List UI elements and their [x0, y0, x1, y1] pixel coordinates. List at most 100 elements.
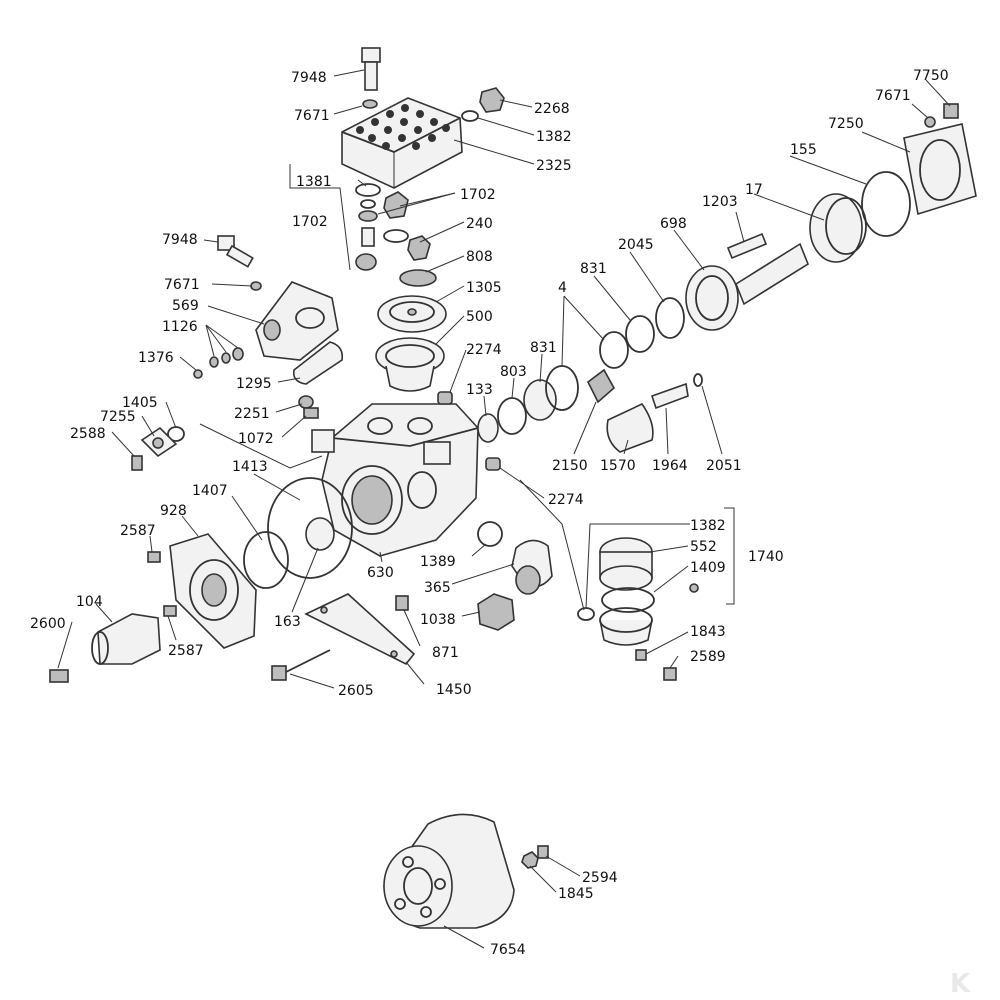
flange-7250-part: [903, 123, 977, 216]
label-1845: 1845: [558, 886, 594, 902]
label-831-b: 831: [530, 340, 557, 356]
screw-2587-b-part: [163, 605, 177, 617]
nut-871-part: [395, 595, 409, 611]
label-2325: 2325: [536, 158, 572, 174]
parts-layer: [49, 47, 977, 929]
screw-2600-part: [49, 669, 69, 683]
left-washer-part: [250, 281, 262, 291]
screw-2594-part: [537, 845, 549, 859]
ring-1389-part: [477, 521, 503, 547]
shaft-104-part: [91, 613, 161, 665]
label-2587-a: 2587: [120, 523, 156, 539]
label-7654: 7654: [490, 942, 526, 958]
ring-803-part: [497, 397, 527, 435]
label-1203: 1203: [702, 194, 738, 210]
label-1450: 1450: [436, 682, 472, 698]
label-7671-top: 7671: [294, 108, 330, 124]
clip-2051-part: [693, 373, 703, 387]
seal-155-part: [861, 171, 911, 237]
washer-7671-right-part: [924, 116, 936, 128]
ring-1407-part: [243, 531, 289, 589]
crankshaft-17-part: [735, 193, 867, 306]
bolt-2605-part: [271, 649, 331, 681]
label-1702-b: 1702: [292, 214, 328, 230]
label-2251: 2251: [234, 406, 270, 422]
pin-1964-part: [650, 382, 689, 410]
label-155: 155: [790, 142, 817, 158]
label-1405: 1405: [122, 395, 158, 411]
label-2150: 2150: [552, 458, 588, 474]
nut-1845-part: [521, 851, 539, 869]
leader-lines: [57, 69, 951, 949]
small-parts-1126: [209, 347, 244, 368]
label-7671-left: 7671: [164, 277, 200, 293]
label-2594: 2594: [582, 870, 618, 886]
label-7250: 7250: [828, 116, 864, 132]
pump-housing-part: [311, 403, 479, 557]
label-1413: 1413: [232, 459, 268, 475]
front-cover-part: [169, 533, 257, 649]
label-104: 104: [76, 594, 103, 610]
small-part-1376: [193, 369, 203, 379]
label-2588: 2588: [70, 426, 106, 442]
valve-assembly-1740-part: [599, 537, 699, 646]
part-number-labels: 7948 7671 2268 1382 2325 7750 7671 7250 …: [30, 68, 949, 958]
flange-7255-part: [131, 426, 185, 471]
label-1072: 1072: [238, 431, 274, 447]
label-2051: 2051: [706, 458, 742, 474]
screw-1843-part: [635, 649, 647, 661]
top-washer-part: [362, 99, 378, 109]
fitting-7750-part: [943, 103, 959, 119]
label-500: 500: [466, 309, 493, 325]
block-1570-part: [606, 402, 654, 453]
label-7948-left: 7948: [162, 232, 198, 248]
label-133: 133: [466, 382, 493, 398]
label-552: 552: [690, 539, 717, 555]
plug-2274-a-part: [437, 391, 453, 405]
valve-cover-part: [341, 97, 463, 189]
label-1843: 1843: [690, 624, 726, 640]
label-1305: 1305: [466, 280, 502, 296]
label-1964: 1964: [652, 458, 688, 474]
valve-stack-part: [355, 183, 431, 271]
bearing-831-b-part: [523, 379, 557, 421]
left-bolt-part: [217, 235, 254, 268]
key-1203-part: [726, 232, 768, 260]
label-365: 365: [424, 580, 451, 596]
label-1126: 1126: [162, 319, 198, 335]
top-bolt-part: [361, 47, 381, 91]
label-1038: 1038: [420, 612, 456, 628]
label-2268: 2268: [534, 101, 570, 117]
ring-831-a-part: [599, 331, 629, 369]
label-831-a: 831: [580, 261, 607, 277]
label-2589: 2589: [690, 649, 726, 665]
label-2045: 2045: [618, 237, 654, 253]
label-1381: 1381: [296, 174, 332, 190]
label-569: 569: [172, 298, 199, 314]
label-630: 630: [367, 565, 394, 581]
label-2600: 2600: [30, 616, 66, 632]
gasket-1413-part: [267, 477, 353, 579]
plate-1450-part: [304, 593, 416, 666]
label-1409: 1409: [690, 560, 726, 576]
seal-ring-part: [399, 269, 437, 287]
spring-1072-part: [303, 407, 319, 419]
elbow-365-part: [511, 539, 553, 595]
plug-part: [461, 87, 505, 122]
label-2274-a: 2274: [466, 342, 502, 358]
label-1295: 1295: [236, 376, 272, 392]
label-1570: 1570: [600, 458, 636, 474]
label-1382-mid: 1382: [690, 518, 726, 534]
side-cover-part: [255, 281, 339, 361]
bearing-698-part: [685, 265, 739, 331]
ring-831-a2-part: [625, 315, 655, 353]
label-1389: 1389: [420, 554, 456, 570]
ring-1382-mid-part: [577, 607, 595, 621]
bearing-133-part: [477, 413, 499, 443]
plug-2274-b-part: [485, 457, 501, 471]
label-7948-top: 7948: [291, 70, 327, 86]
cup-part: [375, 337, 445, 392]
block-2150-part: [586, 368, 616, 404]
label-808: 808: [466, 249, 493, 265]
